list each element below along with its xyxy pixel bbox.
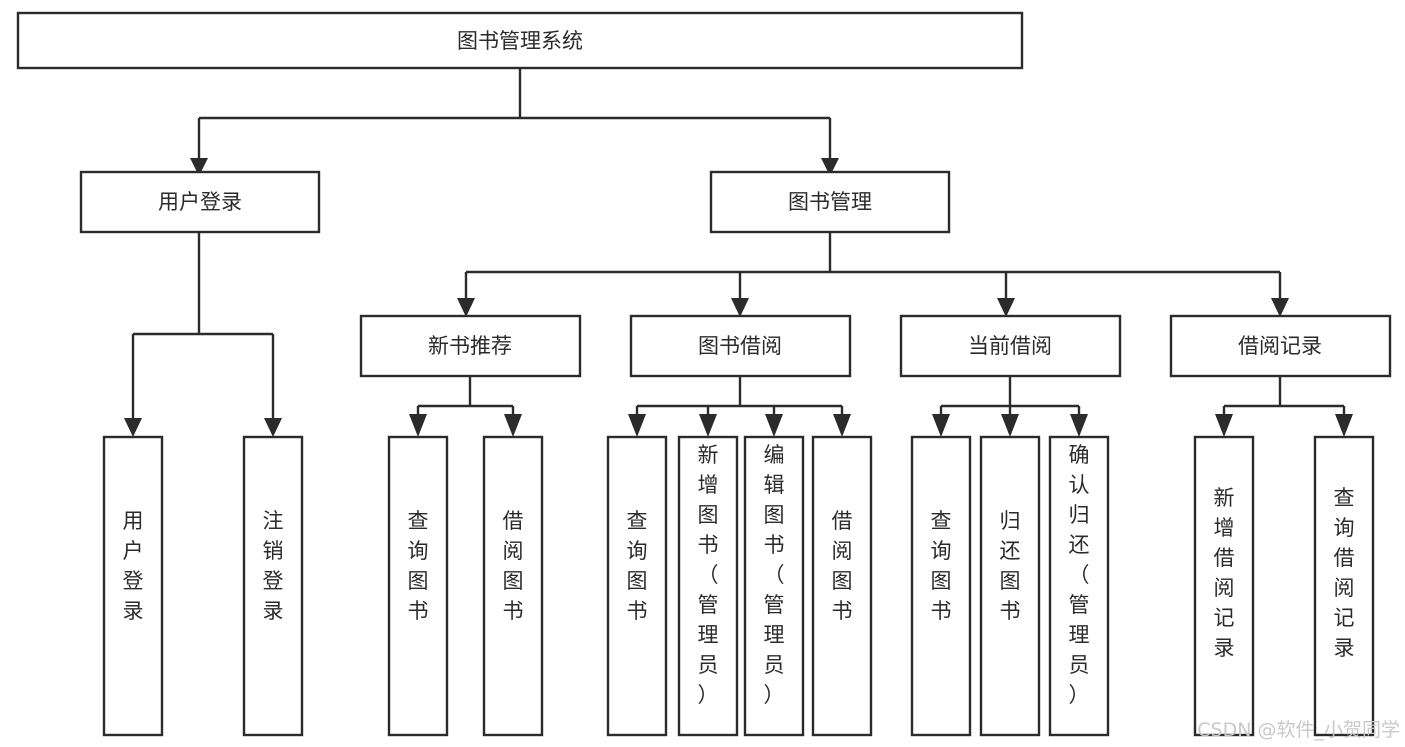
- node-leaf-query-record-box[interactable]: [1313, 435, 1375, 737]
- node-leaf-return-book-label: 归还图书: [1000, 509, 1021, 623]
- arrow-head-new-book-rec: [457, 298, 475, 317]
- node-leaf-query-book-2[interactable]: 查询图书: [606, 435, 668, 737]
- node-leaf-edit-book-box[interactable]: [743, 435, 805, 737]
- arrow-head-leaf-query-book-1: [409, 414, 427, 437]
- node-leaf-query-record-label: 查询借阅记录: [1334, 486, 1355, 660]
- node-current-borrow-box[interactable]: [899, 314, 1122, 378]
- node-leaf-add-record-label: 新增借阅记录: [1214, 486, 1235, 660]
- arrow-head-leaf-edit-book: [765, 414, 783, 437]
- node-borrow-record-box[interactable]: [1169, 314, 1392, 378]
- node-leaf-borrow-book-1-box[interactable]: [482, 435, 544, 737]
- node-leaf-edit-book-label: 编辑图书（管理员）: [764, 443, 785, 707]
- connector-book-borrow-trunk: [635, 376, 844, 420]
- node-leaf-borrow-book-2[interactable]: 借阅图书: [811, 435, 873, 737]
- node-leaf-add-book-label: 新增图书（管理员）: [698, 443, 719, 707]
- node-leaf-user-login[interactable]: 用户登录: [102, 435, 164, 737]
- node-new-book-rec-label: 新书推荐: [428, 334, 512, 358]
- node-current-borrow-label: 当前借阅: [968, 334, 1052, 358]
- node-leaf-user-login-label: 用户登录: [123, 509, 144, 623]
- node-book-borrow-label: 图书借阅: [698, 334, 782, 358]
- node-leaf-user-login-box[interactable]: [102, 435, 164, 737]
- connector-borrow-record-trunk: [1222, 376, 1346, 420]
- arrow-head-leaf-query-record: [1335, 414, 1353, 437]
- node-borrow-record[interactable]: 借阅记录: [1169, 314, 1392, 378]
- node-new-book-rec[interactable]: 新书推荐: [359, 314, 582, 378]
- node-book-borrow-box[interactable]: [629, 314, 852, 378]
- arrow-head-book-manage: [821, 158, 839, 176]
- arrow-head-book-borrow: [731, 298, 749, 317]
- node-leaf-add-book[interactable]: 新增图书（管理员）: [677, 435, 739, 737]
- node-leaf-query-book-1-label: 查询图书: [408, 509, 429, 623]
- node-leaf-query-book-1[interactable]: 查询图书: [387, 435, 449, 737]
- node-book-manage-box[interactable]: [709, 170, 951, 234]
- connector-book-manage-trunk: [464, 232, 1282, 300]
- node-leaf-query-book-3-box[interactable]: [910, 435, 972, 737]
- arrow-head-leaf-user-logout: [264, 418, 282, 437]
- node-root-label: 图书管理系统: [457, 29, 583, 53]
- node-leaf-user-logout-label: 注销登录: [263, 509, 284, 623]
- node-leaf-confirm-return-box[interactable]: [1048, 435, 1110, 737]
- arrow-head-current-borrow: [997, 298, 1015, 317]
- arrow-head-leaf-add-record: [1215, 414, 1233, 437]
- node-leaf-borrow-book-2-label: 借阅图书: [832, 509, 853, 623]
- connector-new-book-rec-trunk: [416, 376, 515, 420]
- node-leaf-add-record[interactable]: 新增借阅记录: [1193, 435, 1255, 737]
- arrow-head-leaf-borrow-book-2: [833, 414, 851, 437]
- arrow-head-leaf-query-book-2: [628, 414, 646, 437]
- node-leaf-add-book-box[interactable]: [677, 435, 739, 737]
- node-leaf-return-book[interactable]: 归还图书: [979, 435, 1041, 737]
- node-leaf-borrow-book-2-box[interactable]: [811, 435, 873, 737]
- node-leaf-user-logout-box[interactable]: [242, 435, 304, 737]
- node-user-login-box[interactable]: [79, 170, 321, 234]
- node-leaf-query-book-2-box[interactable]: [606, 435, 668, 737]
- node-leaf-edit-book[interactable]: 编辑图书（管理员）: [743, 435, 805, 737]
- node-leaf-confirm-return[interactable]: 确认归还（管理员）: [1048, 435, 1110, 737]
- arrow-head-leaf-return-book: [1001, 414, 1019, 437]
- arrow-head-user-login: [190, 158, 208, 176]
- node-leaf-query-book-3-label: 查询图书: [931, 509, 952, 623]
- arrow-head-leaf-add-book: [699, 414, 717, 437]
- node-root-box[interactable]: [16, 11, 1024, 70]
- arrow-head-leaf-query-book-3: [932, 414, 950, 437]
- node-leaf-query-record[interactable]: 查询借阅记录: [1313, 435, 1375, 737]
- node-user-login[interactable]: 用户登录: [79, 170, 321, 234]
- connector-root-trunk: [197, 68, 832, 160]
- node-leaf-query-book-2-label: 查询图书: [627, 509, 648, 623]
- csdn-watermark: CSDN @软件_小贺同学: [1197, 719, 1400, 741]
- node-book-borrow[interactable]: 图书借阅: [629, 314, 852, 378]
- arrow-head-leaf-user-login: [124, 418, 142, 437]
- node-book-manage[interactable]: 图书管理: [709, 170, 951, 234]
- connector-layer: [124, 68, 1353, 437]
- node-leaf-borrow-book-1[interactable]: 借阅图书: [482, 435, 544, 737]
- node-leaf-confirm-return-label: 确认归还（管理员）: [1069, 443, 1090, 707]
- node-leaf-borrow-book-1-label: 借阅图书: [503, 509, 524, 623]
- node-leaf-user-logout[interactable]: 注销登录: [242, 435, 304, 737]
- connector-current-borrow-trunk: [939, 376, 1081, 420]
- node-new-book-rec-box[interactable]: [359, 314, 582, 378]
- node-leaf-return-book-box[interactable]: [979, 435, 1041, 737]
- node-book-manage-label: 图书管理: [788, 190, 872, 214]
- node-leaf-query-book-1-box[interactable]: [387, 435, 449, 737]
- node-user-login-label: 用户登录: [158, 190, 242, 214]
- node-leaf-add-record-box[interactable]: [1193, 435, 1255, 737]
- arrow-head-borrow-record: [1271, 298, 1289, 317]
- arrow-head-leaf-borrow-book-1: [504, 414, 522, 437]
- node-root[interactable]: 图书管理系统: [16, 11, 1024, 70]
- arrow-head-leaf-confirm-return: [1070, 414, 1088, 437]
- node-leaf-query-book-3[interactable]: 查询图书: [910, 435, 972, 737]
- node-borrow-record-label: 借阅记录: [1238, 334, 1322, 358]
- node-current-borrow[interactable]: 当前借阅: [899, 314, 1122, 378]
- connector-user-login-trunk: [131, 232, 275, 420]
